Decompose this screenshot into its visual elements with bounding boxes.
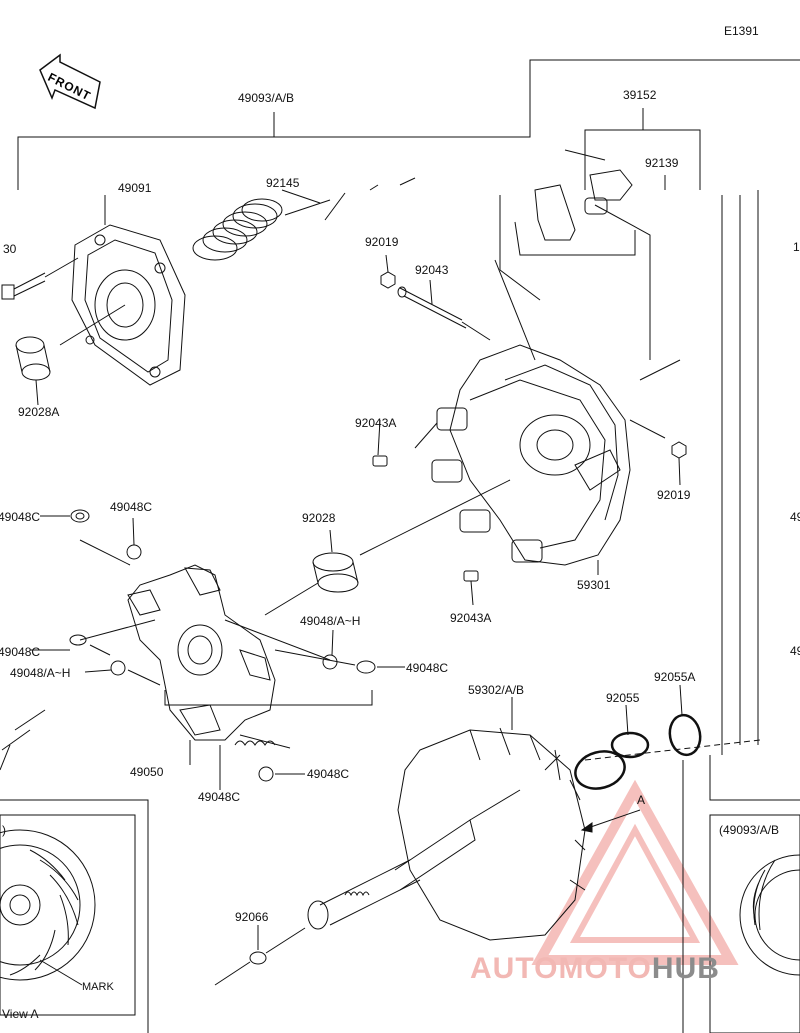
label-59302ab: 59302/A/B [468,683,525,697]
label-49048c-d: 49048C [0,645,41,659]
label-arrow-a: A [637,793,646,807]
label-92145: 92145 [266,176,300,190]
spider [127,564,276,741]
label-right-49-a: 49 [790,510,800,524]
cover-plate [71,224,186,386]
bushing-92028A [15,336,51,381]
front-arrow-icon [39,53,101,110]
label-49048c-a: 49048C [0,510,41,524]
view-a-sheave [0,829,96,981]
label-92139: 92139 [645,156,679,170]
label-49048c-b: 49048C [110,500,153,514]
label-92043a-bottom: 92043A [450,611,492,625]
diagram-code: E1391 [724,24,759,38]
label-92043: 92043 [415,263,449,277]
label-49050: 49050 [130,765,164,779]
movable-sheave [431,344,631,566]
label-view-a: View A [2,1007,39,1021]
pin-92043 [397,286,467,329]
label-92066: 92066 [235,910,269,924]
label-92043a-top: 92043A [355,416,397,430]
label-paren: ) [2,823,6,837]
label-49048c-f: 49048C [198,790,241,804]
label-59301: 59301 [577,578,611,592]
inset-sheave [739,854,800,976]
label-49048c-e: 49048C [307,767,350,781]
label-92028: 92028 [302,511,336,525]
ring-92055 [574,713,702,790]
label-39152: 39152 [623,88,657,102]
label-49091: 49091 [118,181,152,195]
label-92055: 92055 [606,691,640,705]
label-right-49-b: 49 [790,644,800,658]
bracket-39152 [584,129,701,190]
label-right-1: 1 [793,240,800,254]
label-92019-top: 92019 [365,235,399,249]
label-92028a: 92028A [18,405,60,419]
label-92019-right: 92019 [657,488,691,502]
label-49048ah-a: 49048/A~H [300,614,361,628]
watermark-logo [531,779,739,965]
spring [192,198,283,261]
label-mark: MARK [82,981,114,993]
label-inset-49093: (49093/A/B [719,823,780,837]
bracket-49093 [17,59,800,190]
bolt [1,257,79,300]
label-49093ab: 49093/A/B [238,91,295,105]
watermark-part1: AUTOMOTO [470,952,652,985]
label-49048ah-b: 49048/A~H [10,666,71,680]
fixed-sheave [307,727,586,941]
bushing-92028 [312,552,359,593]
label-30: 30 [3,242,17,256]
watermark-part2: HUB [651,952,720,985]
label-49048c-c: 49048C [406,661,449,675]
label-92055a: 92055A [654,670,696,684]
roller-arm [514,149,681,381]
watermark-text: AUTOMOTOHUB [470,952,720,986]
